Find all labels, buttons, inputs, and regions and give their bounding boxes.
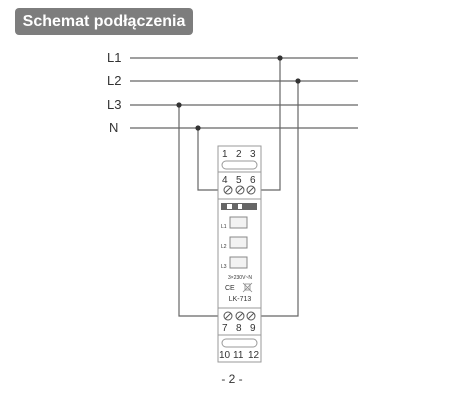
terminal-3: 3 [250,149,256,160]
terminal-2: 2 [236,149,242,160]
junction-n [195,125,201,131]
brand-logo-icon [221,203,257,210]
terminal-6: 6 [250,175,256,186]
line-label-l1: L1 [107,50,121,65]
junction-l2 [295,78,301,84]
indicator-label-l2: L2 [221,244,227,250]
voltage-rating: 3×230V~N [228,275,252,281]
terminal-12: 12 [248,350,260,361]
junction-l3 [176,102,182,108]
indicator-label-l1: L1 [221,224,227,230]
junction-l1 [277,55,283,61]
indicator-l2 [229,236,248,249]
terminal-8: 8 [236,323,242,334]
indicator-l1 [229,216,248,229]
wire-l3 [178,105,228,317]
ce-mark: CE [225,285,235,292]
terminal-7: 7 [222,323,228,334]
indicator-label-l3: L3 [221,264,227,270]
terminal-1: 1 [222,149,228,160]
terminal-11: 11 [233,350,244,361]
wire-l2 [251,81,299,317]
terminal-10: 10 [219,350,231,361]
section-title: Schemat podłączenia [15,8,193,35]
line-label-l3: L3 [107,97,121,112]
terminal-4: 4 [222,175,228,186]
line-label-n: N [109,120,118,135]
model-name: LK-713 [229,296,252,303]
relay-device [217,145,262,363]
page-number: - 2 - [221,372,243,386]
indicator-l3 [229,256,248,269]
bottom-label-slot [221,338,258,348]
top-label-slot [221,160,258,170]
terminal-9: 9 [250,323,256,334]
line-label-l2: L2 [107,73,121,88]
weee-icon [242,282,253,293]
terminal-5: 5 [236,175,242,186]
